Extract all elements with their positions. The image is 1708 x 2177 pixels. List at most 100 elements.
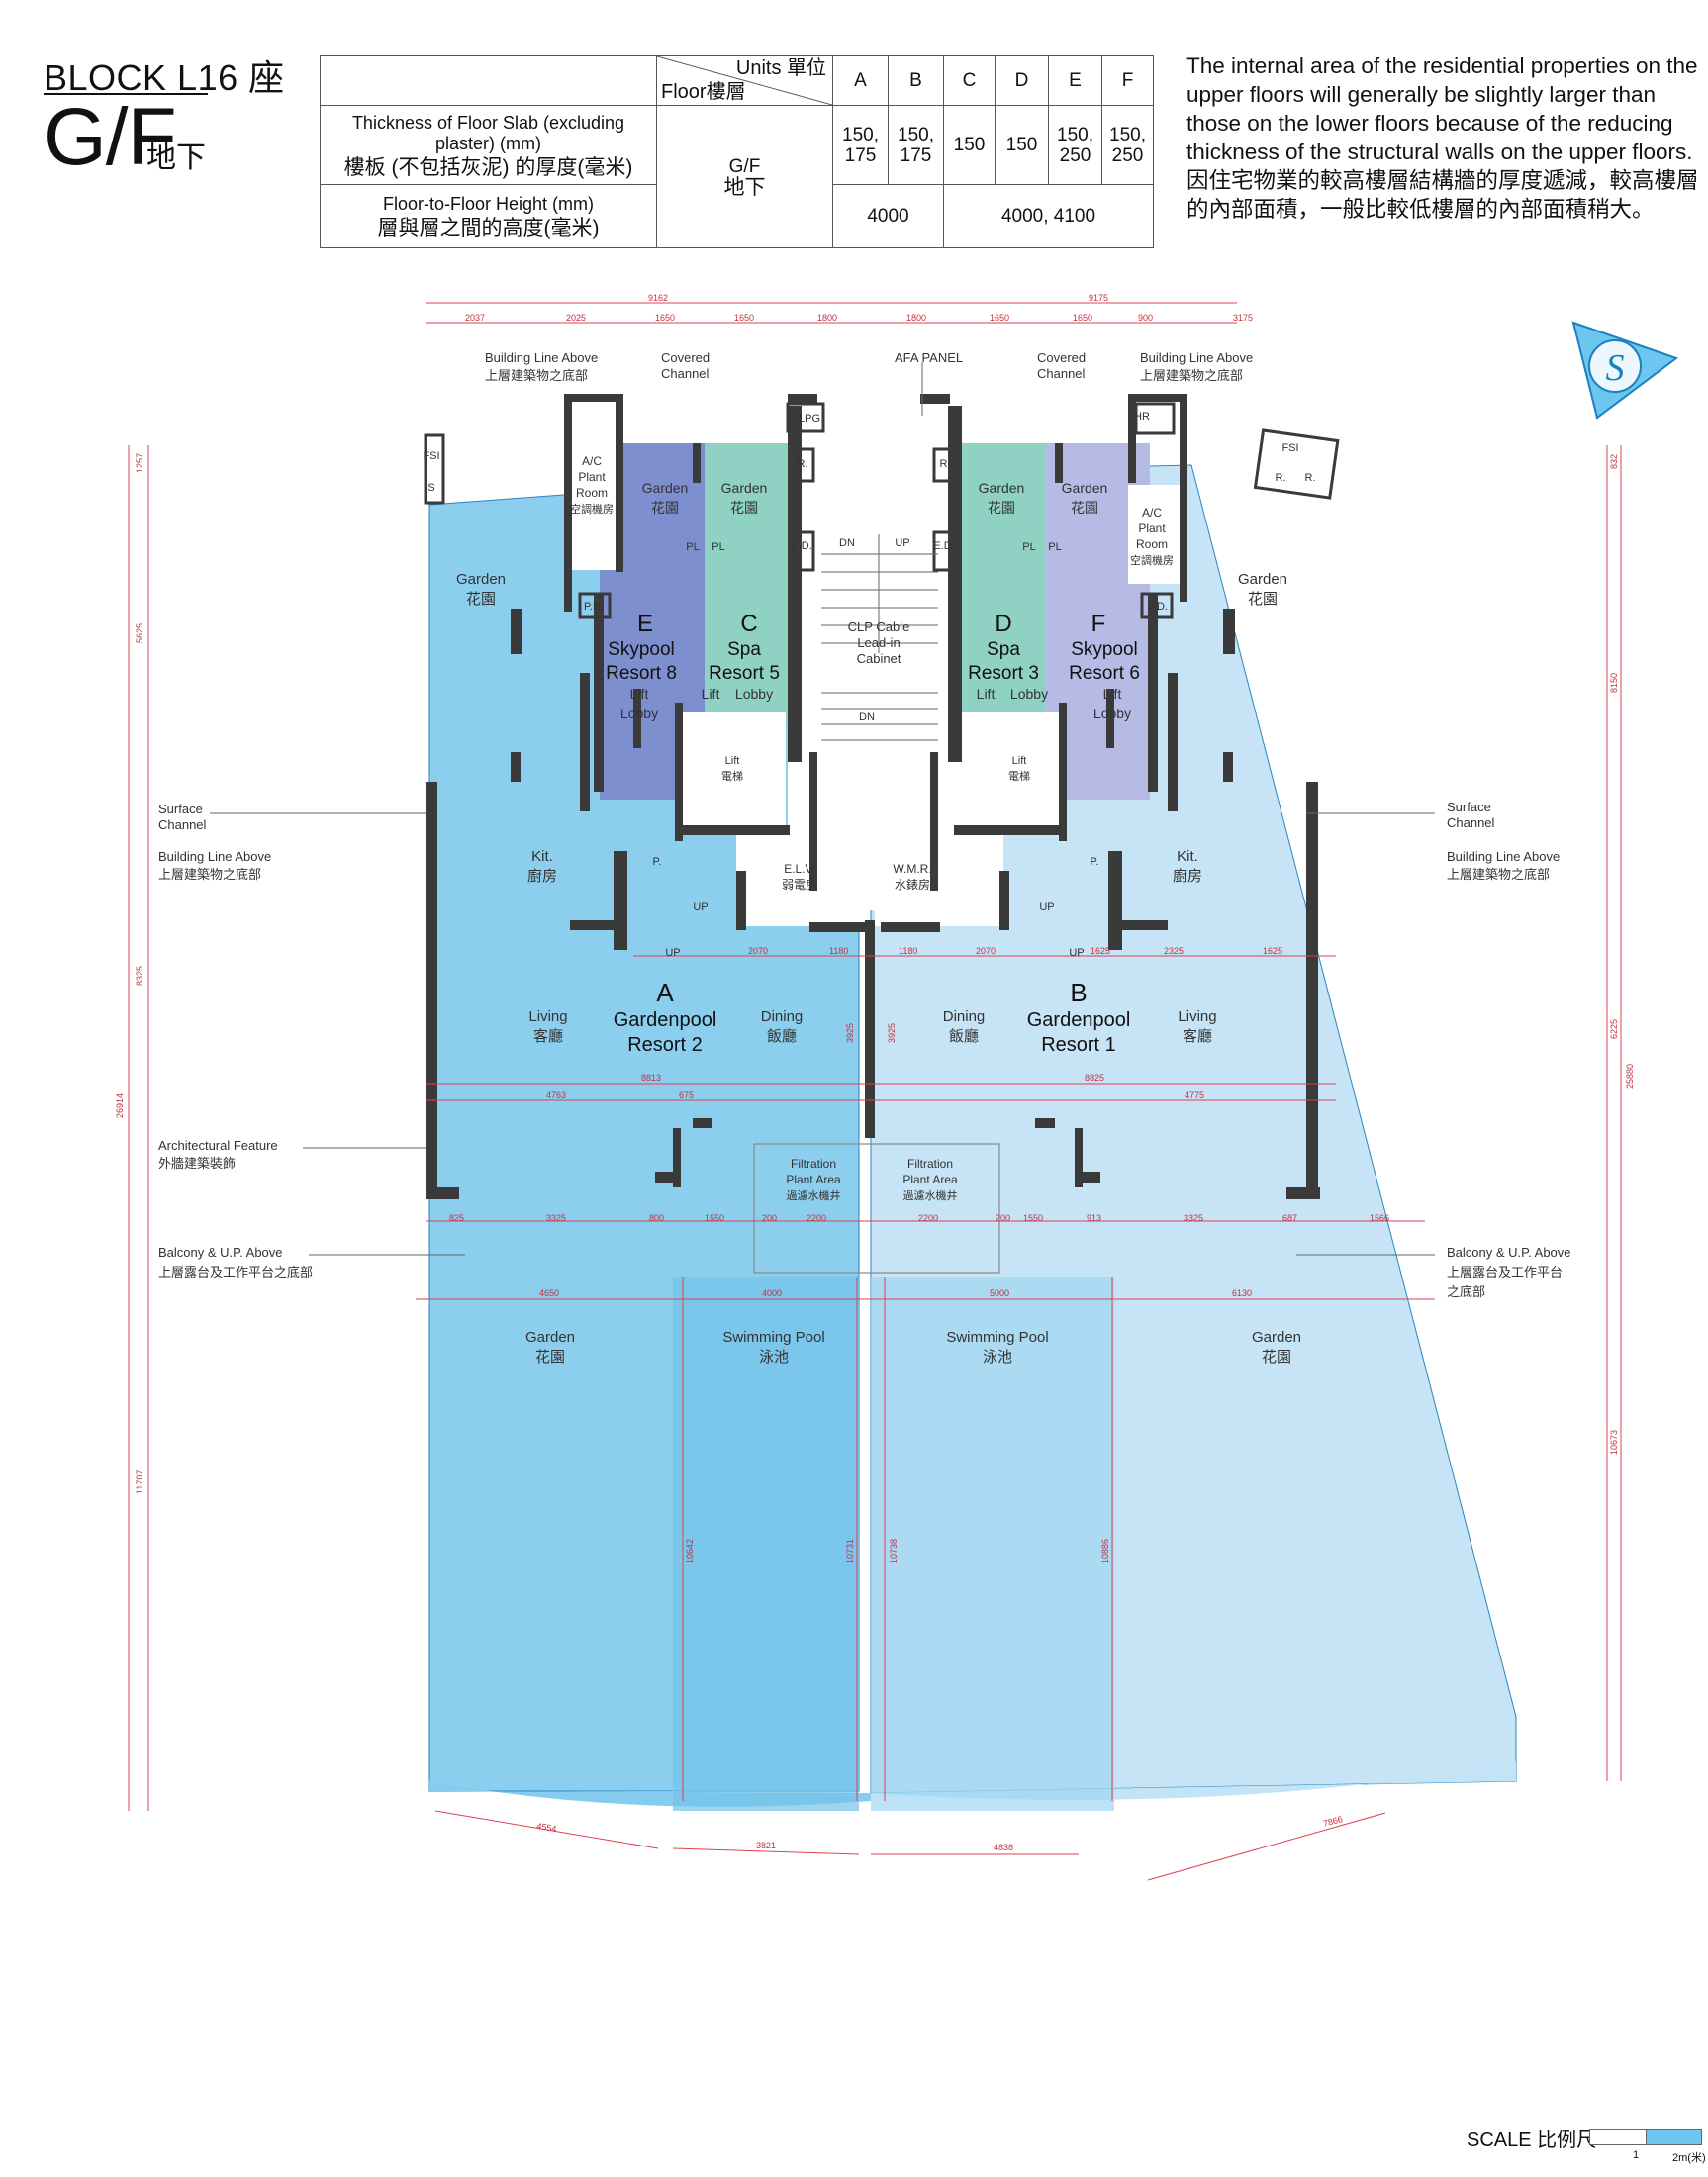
unit-a-name: Gardenpool (614, 1009, 717, 1031)
dim-label: 687 (1282, 1213, 1297, 1223)
dim-label: 1800 (906, 313, 926, 323)
dim-label: 913 (1087, 1213, 1101, 1223)
room-label: 過濾水機井 (787, 1188, 841, 1202)
dim-label: 800 (649, 1213, 664, 1223)
unit-a-name: Resort 2 (627, 1034, 703, 1056)
room-label: 泳池 (983, 1349, 1012, 1366)
service-label: R. (798, 458, 808, 470)
dim-label: 4554 (536, 1821, 557, 1834)
scale-bar (1589, 2129, 1702, 2145)
scale-label: SCALE 比例尺 (1467, 2130, 1597, 2151)
balcony-label-zh: 上層露台及工作平台之底部 (158, 1265, 313, 1279)
covered-channel-label: Channel (661, 366, 710, 381)
scale-tick-1: 1 (1633, 2149, 1640, 2161)
dim-label: 10673 (1609, 1430, 1619, 1455)
unit-d-name: Spa (987, 639, 1020, 660)
dim-label: 8813 (641, 1073, 661, 1083)
service-label: DN (839, 537, 855, 549)
balcony-label: Balcony & U.P. Above (1447, 1245, 1571, 1260)
unit-labels: A Gardenpool Resort 2 B Gardenpool Resor… (606, 611, 1140, 1056)
unit-e-letter: E (637, 611, 653, 637)
dim-label: 26914 (115, 1093, 125, 1118)
unit-c-area (705, 443, 788, 730)
service-label: UP (693, 901, 708, 913)
room-label: 客廳 (533, 1027, 563, 1045)
slab-value: 150, 250 (1048, 105, 1102, 185)
dim-label: 3821 (756, 1841, 776, 1850)
dim-label: 2325 (1164, 946, 1184, 956)
room-label: Lift (977, 686, 996, 702)
dim-label: 1800 (817, 313, 837, 323)
annotations: Building Line Above 上層建築物之底部 Covered Cha… (158, 350, 1571, 1299)
dim-label: 5625 (135, 623, 144, 643)
service-label: UP (1039, 901, 1054, 913)
dim-label: 1550 (705, 1213, 724, 1223)
room-label: Garden (721, 480, 768, 496)
floor-code: G/F (44, 92, 177, 182)
dim-label: 2070 (748, 946, 768, 956)
filtration-area (753, 1143, 1000, 1274)
dim-label: 200 (762, 1213, 777, 1223)
room-label: Swimming Pool (946, 1329, 1048, 1346)
slab-value: 150 (943, 105, 996, 185)
room-label: 廚房 (527, 867, 557, 885)
room-label: 空調機房 (1130, 553, 1174, 567)
balcony-label-zh: 上層露台及工作平台 (1447, 1265, 1563, 1279)
dim-label: 11707 (135, 1470, 144, 1494)
covered-channel-label: Covered (661, 350, 710, 365)
unit-b-name: Resort 1 (1041, 1034, 1116, 1056)
dim-label: 4775 (1185, 1090, 1204, 1100)
arch-feature-label: Architectural Feature (158, 1138, 278, 1153)
wmr-white (875, 831, 1003, 926)
dim-label: 10886 (1100, 1539, 1110, 1563)
surface-channel-label: Surface (1447, 800, 1491, 814)
unit-d-name: Resort 3 (968, 663, 1039, 684)
dim-label: 6225 (1609, 1019, 1619, 1039)
room-label: 過濾水機井 (903, 1188, 958, 1202)
room-label: 弱電房 (782, 877, 817, 892)
building-line-label: Building Line Above (485, 350, 598, 365)
floor-spec-table: Units 單位 Floor樓層 A B C D E F Thickness o… (320, 55, 1154, 248)
room-label: Living (1178, 1008, 1216, 1025)
dim-label: 825 (449, 1213, 464, 1223)
scale-bar-white (1590, 2130, 1647, 2144)
room-label: Kit. (1177, 848, 1198, 865)
slab-label-zh: 樓板 (不包括灰泥) 的厚度(毫米) (343, 155, 633, 179)
unit-d-letter: D (995, 611, 1011, 637)
dim-label: 8825 (1085, 1073, 1104, 1083)
room-label: CLP Cable (848, 619, 910, 634)
service-label: P. (1091, 856, 1099, 868)
dim-label: 4763 (546, 1090, 566, 1100)
dim-label: 2070 (976, 946, 996, 956)
room-label: Lift (1103, 686, 1122, 702)
building-line-label-zh: 上層建築物之底部 (1140, 368, 1243, 383)
room-label: 花園 (1262, 1349, 1291, 1366)
dim-label: 1257 (135, 453, 144, 473)
service-label: P. (653, 856, 662, 868)
service-label: S (427, 482, 434, 494)
service-label: PL (712, 541, 724, 553)
service-label: UP (895, 537, 909, 549)
room-label: Dining (943, 1008, 986, 1025)
covered-channel-label: Covered (1037, 350, 1086, 365)
height-label-zh: 層與層之間的高度(毫米) (377, 217, 600, 239)
building-line-label: Building Line Above (1447, 849, 1560, 864)
service-label: HR (1134, 411, 1150, 423)
floor-label: Floor樓層 (661, 81, 746, 103)
dim-label: 4650 (539, 1288, 559, 1298)
afa-panel-label: AFA PANEL (895, 350, 963, 365)
service-label: P.D. (1148, 601, 1168, 613)
covered-channel-label: Channel (1037, 366, 1086, 381)
service-label: P.D. (584, 601, 604, 613)
room-label: Garden (1252, 1329, 1301, 1346)
height-label-en: Floor-to-Floor Height (mm) (382, 194, 595, 214)
room-label: 飯廳 (767, 1027, 797, 1045)
room-label: 電梯 (721, 770, 743, 783)
dim-label: 3325 (546, 1213, 566, 1223)
unit-header: C (943, 55, 996, 106)
dim-label: 3925 (845, 1023, 855, 1043)
dim-label: 200 (996, 1213, 1010, 1223)
room-label: 水錶房 (895, 877, 930, 892)
room-label: Garden (979, 480, 1025, 496)
